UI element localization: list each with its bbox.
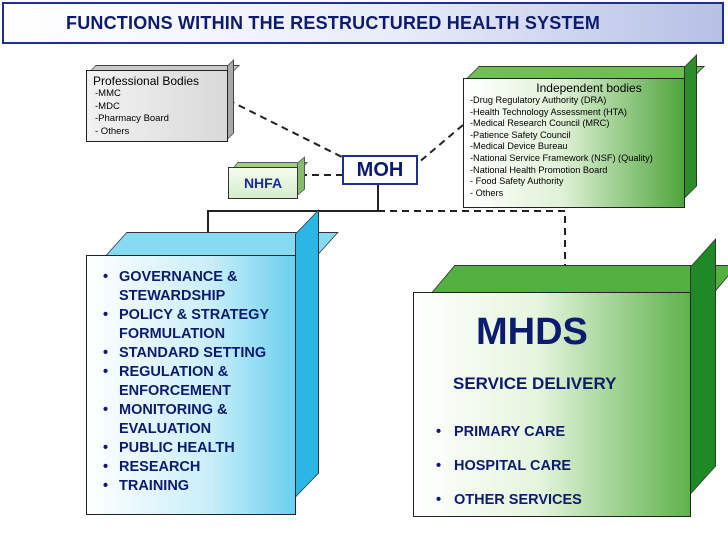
- connector-moh-mhds: [378, 210, 566, 268]
- mhds-subtitle: SERVICE DELIVERY: [453, 374, 617, 393]
- independent-body-item: - Others: [470, 187, 504, 198]
- function-item: TRAINING: [101, 477, 289, 496]
- mhds-box: MHDS SERVICE DELIVERY PRIMARY CARE HOSPI…: [413, 292, 691, 517]
- independent-bodies-box: Independent bodies -Drug Regulatory Auth…: [463, 78, 685, 208]
- independent-body-item: -Medical Research Council (MRC): [470, 118, 610, 129]
- independent-body-item: -Health Technology Assessment (HTA): [470, 106, 627, 117]
- nhfa-box: NHFA: [228, 167, 298, 199]
- independent-bodies-heading: Independent bodies: [536, 81, 642, 95]
- function-item: MONITORING &EVALUATION: [101, 401, 289, 439]
- independent-body-item: -National Service Framework (NSF) (Quali…: [470, 152, 653, 163]
- functions-box: GOVERNANCE &STEWARDSHIP POLICY & STRATEG…: [86, 255, 296, 515]
- professional-bodies-box-side: [227, 59, 234, 140]
- title-bar: FUNCTIONS WITHIN THE RESTRUCTURED HEALTH…: [2, 2, 724, 44]
- independent-body-item: - Food Safety Authority: [470, 176, 564, 187]
- function-item: GOVERNANCE &STEWARDSHIP: [101, 268, 289, 306]
- connector-professional-moh: [227, 99, 345, 159]
- mhds-service-item: HOSPITAL CARE: [434, 449, 582, 483]
- independent-body-item: -Patience Safety Council: [470, 129, 571, 140]
- professional-bodies-heading: Professional Bodies: [93, 74, 200, 88]
- page-title: FUNCTIONS WITHIN THE RESTRUCTURED HEALTH…: [66, 12, 601, 33]
- moh-label: MOH: [356, 158, 404, 181]
- independent-body-item: -Drug Regulatory Authority (DRA): [470, 95, 607, 105]
- mhds-service-item: PRIMARY CARE: [434, 415, 582, 449]
- independent-bodies-box-side: [684, 54, 697, 199]
- function-item: PUBLIC HEALTH: [101, 439, 289, 458]
- mhds-label: MHDS: [476, 311, 588, 353]
- professional-body-item: -Pharmacy Board: [95, 113, 169, 124]
- connector-independent-moh: [417, 124, 464, 164]
- moh-box: MOH: [342, 155, 418, 185]
- professional-body-item: -MMC: [95, 88, 121, 99]
- mhds-service-item: OTHER SERVICES: [434, 483, 582, 517]
- professional-body-item: -MDC: [95, 100, 120, 112]
- independent-bodies-box-top: [467, 66, 705, 78]
- function-item: REGULATION &ENFORCEMENT: [101, 363, 289, 401]
- functions-list: GOVERNANCE &STEWARDSHIP POLICY & STRATEG…: [101, 268, 289, 496]
- independent-body-item: -National Health Promotion Board: [470, 164, 608, 175]
- function-item: RESEARCH: [101, 458, 289, 477]
- mhds-box-top: [432, 265, 728, 292]
- mhds-box-side: [690, 238, 716, 495]
- professional-body-item: - Others: [95, 125, 130, 137]
- professional-bodies-box: Professional Bodies -MMC -MDC -Pharmacy …: [86, 70, 228, 142]
- independent-body-item: -Medical Device Bureau: [470, 141, 568, 152]
- mhds-services-list: PRIMARY CARE HOSPITAL CARE OTHER SERVICE…: [434, 415, 582, 517]
- nhfa-box-side: [297, 156, 305, 196]
- nhfa-label: NHFA: [243, 175, 283, 191]
- function-item: STANDARD SETTING: [101, 344, 289, 363]
- functions-box-side: [295, 209, 319, 498]
